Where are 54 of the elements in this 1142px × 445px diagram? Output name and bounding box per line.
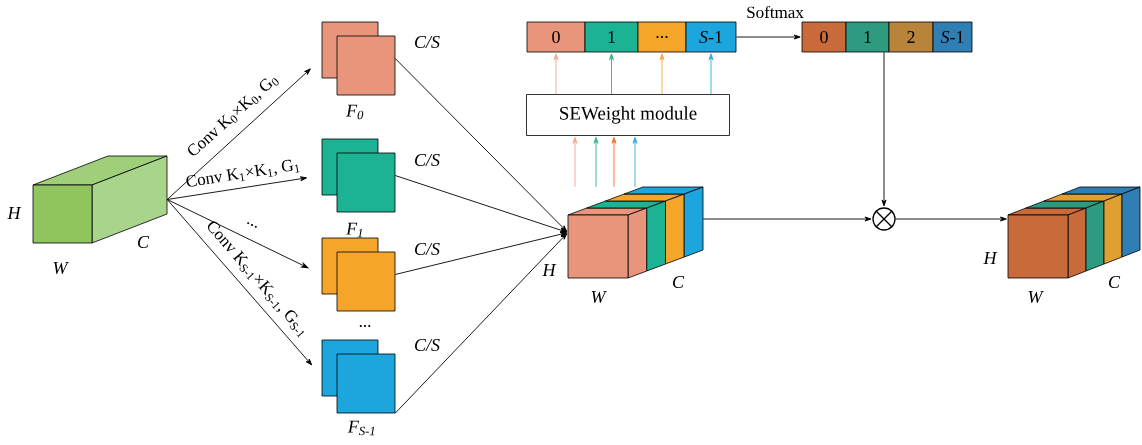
arrow — [394, 58, 568, 232]
arrow — [394, 231, 567, 275]
channel-label: C/S — [415, 242, 440, 256]
arrow — [166, 176, 307, 200]
arrow — [572, 136, 578, 188]
weight-cell: S-1 — [932, 21, 973, 53]
arrow — [881, 51, 887, 207]
arrow — [895, 216, 1007, 222]
arrow — [394, 233, 568, 414]
multiply-symbol — [872, 207, 896, 231]
channel-label: C/S — [415, 35, 440, 49]
feature-label: F$_{S-1}$ — [347, 420, 375, 436]
arrow — [609, 53, 614, 95]
weight-cell: 1 — [845, 21, 890, 53]
arrow — [394, 175, 567, 233]
weight-cell: 0 — [526, 21, 586, 53]
feature-label: F$_{1}$ — [346, 222, 363, 238]
arrow — [593, 136, 599, 188]
dimension-label: H — [983, 252, 998, 264]
arrow — [702, 216, 872, 222]
arrow — [659, 53, 665, 95]
feature-map-drawing — [321, 138, 396, 213]
dimension-label: W — [53, 261, 69, 275]
feature-map-drawing — [321, 339, 396, 414]
feature-map-drawing — [321, 21, 396, 96]
feature-map-drawing — [321, 237, 396, 312]
arrow — [166, 68, 311, 200]
channel-label: C/S — [415, 338, 440, 352]
weight-cell: 2 — [888, 21, 934, 53]
weight-cell: 0 — [801, 21, 847, 53]
arrow — [735, 34, 801, 40]
arrow — [166, 199, 309, 269]
arrow — [166, 199, 313, 366]
ellipsis-label: ... — [359, 325, 371, 327]
dimension-label: C — [1109, 275, 1121, 289]
arrow — [611, 136, 617, 188]
channel-label: C/S — [415, 153, 440, 167]
dimension-label: W — [591, 290, 607, 304]
weight-cell: ... — [637, 21, 687, 53]
weight-cell: 1 — [584, 21, 639, 53]
arrow — [632, 136, 638, 188]
edge-label: ... — [247, 222, 257, 228]
feature-label: F$_{0}$ — [346, 104, 364, 120]
edge-label: Softmax — [747, 5, 804, 19]
dimension-label: C — [673, 275, 685, 289]
dimension-label: C — [138, 235, 150, 249]
dimension-label: W — [1028, 290, 1044, 304]
arrow — [553, 53, 559, 95]
dimension-label: H — [542, 264, 557, 276]
arrow — [708, 53, 714, 95]
dimension-label: H — [7, 207, 22, 219]
weight-cell: S-1 — [685, 21, 737, 53]
module-box: SEWeight module — [526, 94, 730, 136]
edge-label: Conv K$_{1}$×K$_{1}$, G$_{1}$ — [186, 159, 300, 187]
